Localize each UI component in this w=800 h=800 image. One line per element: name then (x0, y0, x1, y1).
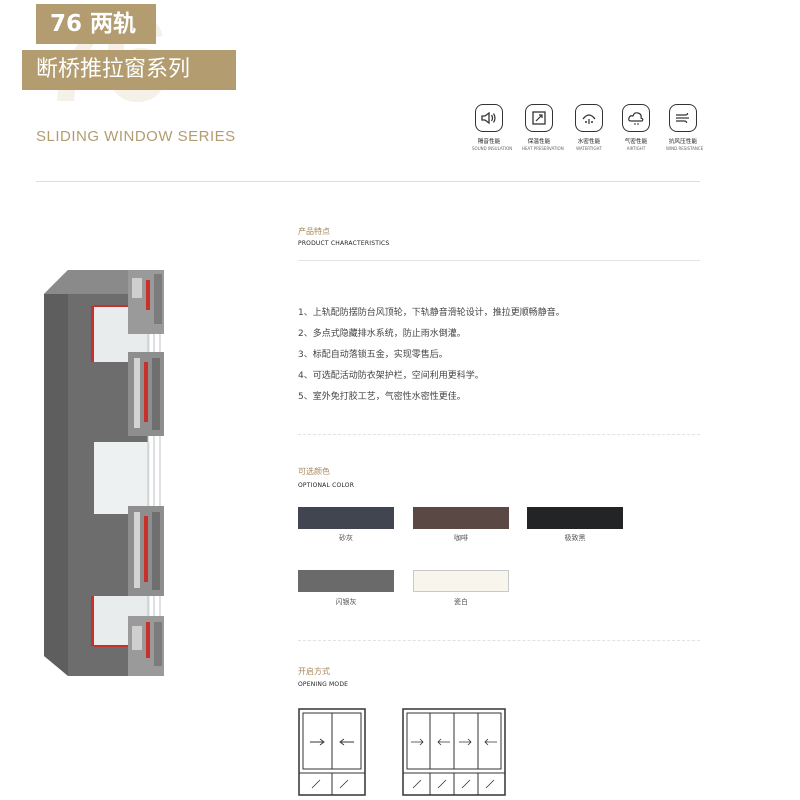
feature-water: 水密性能 WATERTIGHT (572, 104, 606, 151)
list-item: 4、可选配活动防衣架护栏，空间利用更科学。 (298, 371, 484, 381)
color-heading: 可选颜色 (298, 467, 330, 476)
list-item: 2、多点式隐藏排水系统，防止雨水倒灌。 (298, 329, 466, 339)
feature-wind: 抗风压性能 WIND RESISTANCE (666, 104, 704, 151)
feature-sound: 隔音性能 SOUND INSULATION (472, 104, 513, 151)
feature-label-en: AIRTIGHT (626, 146, 646, 151)
page-title: 76 两轨 (36, 4, 156, 44)
opening-heading: 开启方式 (298, 667, 330, 676)
color-swatch-black (527, 507, 623, 529)
list-item: 1、上轨配防摆防台风顶轮，下轨静音滑轮设计，推拉更顺畅静音。 (298, 308, 565, 318)
feature-label: 水密性能 (577, 138, 601, 145)
color-swatch-label: 砂灰 (339, 534, 353, 542)
section-divider (298, 640, 700, 641)
feature-label: 抗风压性能 (668, 138, 698, 145)
characteristics-heading: 产品特点 (298, 227, 330, 236)
color-swatch-label: 极致黑 (564, 534, 586, 542)
list-item: 3、标配自动落锁五金，实现零售后。 (298, 350, 448, 360)
section-divider (298, 434, 700, 435)
feature-label-en: SOUND INSULATION (472, 146, 513, 151)
color-swatch-porcelain-white (413, 570, 509, 592)
four-panel-sliding-diagram (402, 708, 506, 796)
feature-label: 保温性能 (527, 138, 551, 145)
feature-label-en: HEAT PRESERVATION (522, 146, 564, 151)
color-swatch-label: 闪银灰 (335, 598, 357, 606)
water-drop-icon (575, 104, 603, 132)
heat-panel-icon (525, 104, 553, 132)
two-panel-sliding-diagram (298, 708, 366, 796)
characteristics-heading-en: PRODUCT CHARACTERISTICS (298, 240, 390, 247)
opening-heading-en: OPENING MODE (298, 681, 349, 688)
feature-label-en: WIND RESISTANCE (666, 146, 704, 151)
header-divider (36, 181, 700, 182)
feature-heat: 保温性能 HEAT PRESERVATION (522, 104, 564, 151)
color-swatch-silver-gray (298, 570, 394, 592)
color-swatch-label: 咖啡 (454, 534, 468, 542)
feature-air: 气密性能 AIRTIGHT (619, 104, 653, 151)
color-swatch-coffee (413, 507, 509, 529)
english-title: SLIDING WINDOW SERIES (36, 128, 236, 145)
speaker-icon (475, 104, 503, 132)
feature-label-en: WATERTIGHT (576, 146, 602, 151)
characteristics-divider (298, 260, 700, 261)
feature-label: 气密性能 (624, 138, 648, 145)
window-profile-image (44, 270, 164, 676)
page-subtitle: 断桥推拉窗系列 (22, 50, 236, 90)
color-swatch-label: 瓷白 (454, 598, 468, 606)
feature-label: 隔音性能 (477, 138, 501, 145)
list-item: 5、室外免打胶工艺，气密性水密性更佳。 (298, 392, 466, 402)
color-heading-en: OPTIONAL COLOR (298, 482, 355, 489)
wind-icon (669, 104, 697, 132)
color-swatch-sand-gray (298, 507, 394, 529)
cloud-icon (622, 104, 650, 132)
